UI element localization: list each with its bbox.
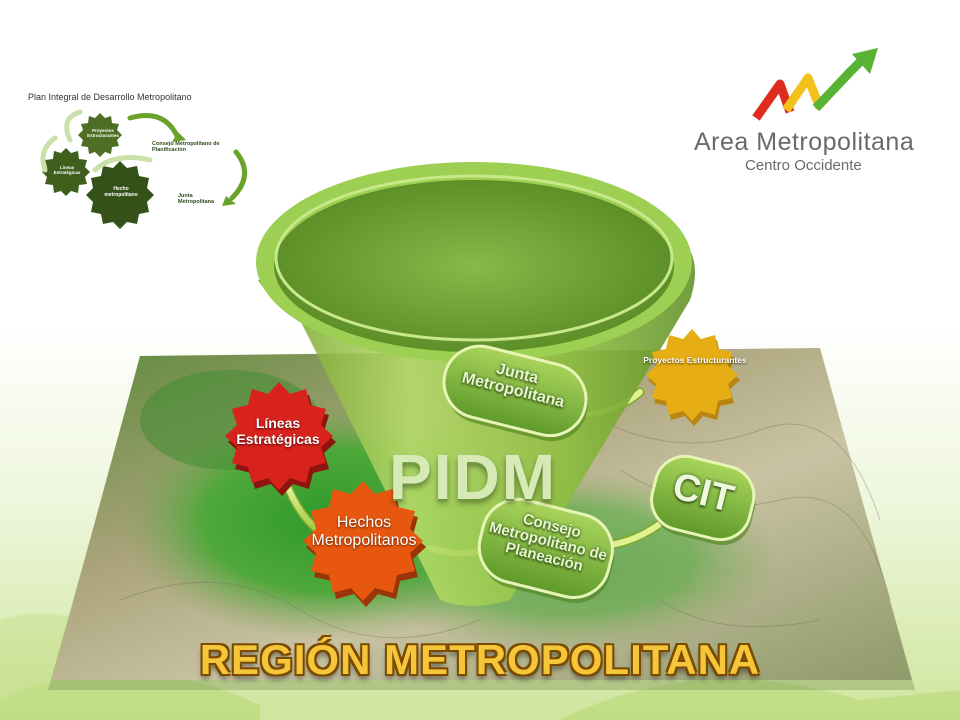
gear-yellow-icon: [646, 329, 740, 426]
logo-subtitle: Centro Occidente: [745, 157, 862, 174]
mini-diagram-icon: [40, 109, 247, 229]
mini-gear-hecho-label: Hecho metropolitano: [104, 186, 138, 198]
logo-mark-icon: [752, 48, 878, 121]
mini-diagram-title: Plan Integral de Desarrollo Metropolitan…: [28, 92, 192, 102]
mini-consejo-label: Consejo Metropolitano de Planificación: [152, 141, 220, 153]
pidm-label: PIDM: [389, 441, 557, 513]
gear-hechos-label: Hechos Metropolitanos: [311, 514, 417, 550]
gear-proyectos-label: Proyectos Estructurantes: [643, 355, 747, 365]
mini-junta-label: Junta Metropolitana: [178, 193, 215, 205]
region-title: REGIÓN METROPOLITANA: [199, 636, 761, 683]
gear-lineas-label: Líneas Estratégicas: [236, 415, 320, 448]
gear-red-icon: [225, 382, 336, 496]
gear-orange-icon: [303, 481, 426, 607]
logo-title: Area Metropolitana: [694, 128, 915, 156]
mini-gear-proyectos-label: Proyectos Estructurantes: [87, 128, 119, 138]
mini-gear-lineas-label: Líneas Estratégicas: [53, 165, 81, 175]
